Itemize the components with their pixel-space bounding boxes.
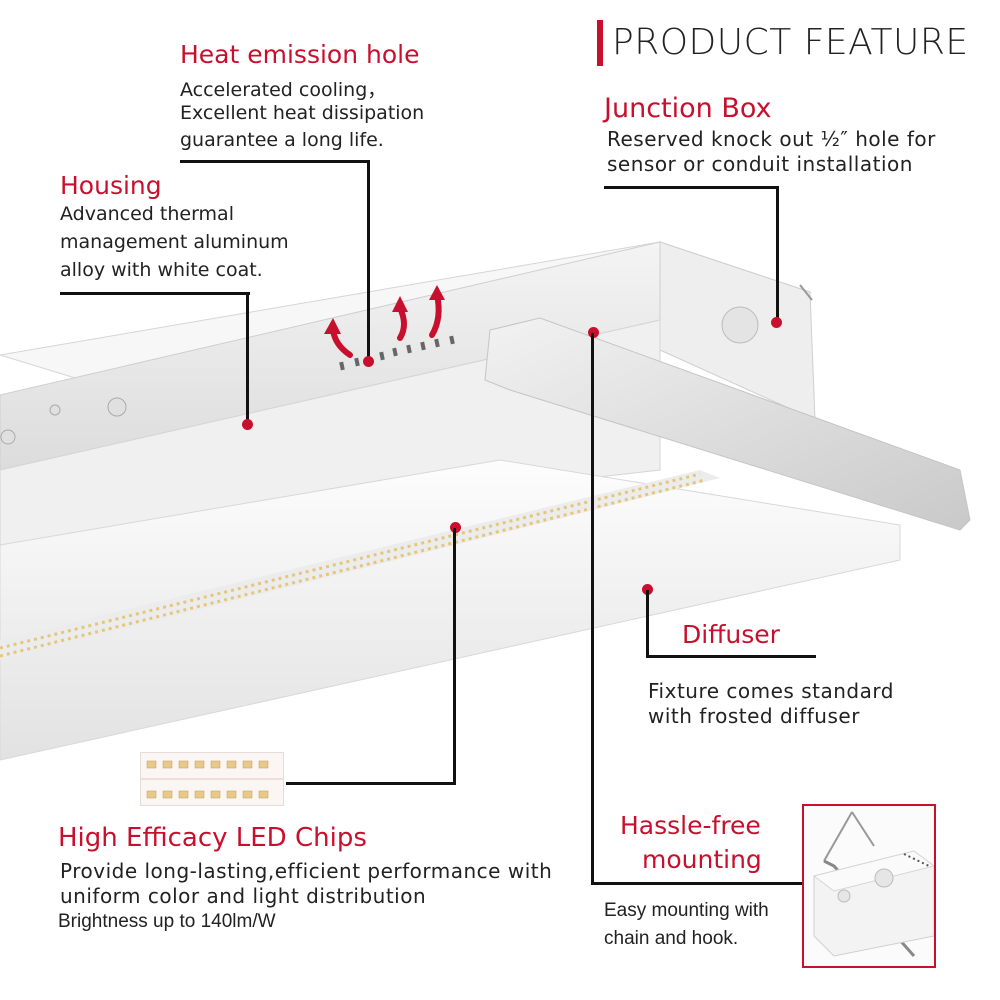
diffuser-title: Diffuser (682, 620, 780, 649)
heat-marker (363, 356, 374, 367)
housing-marker (242, 419, 253, 430)
led-title: High Efficacy LED Chips (58, 823, 367, 853)
diffuser-marker (642, 584, 653, 595)
housing-line-1: Advanced thermal (60, 203, 234, 225)
header-accent-bar (597, 20, 603, 66)
led-leader-h (286, 782, 456, 785)
heat-slots (339, 335, 455, 371)
led-chip-thumbnail (140, 752, 284, 806)
junction-leader-v (776, 186, 779, 320)
diffuser-leader-v (646, 590, 649, 658)
diffuser-leader-h (646, 655, 816, 658)
housing-line-3: alloy with white coat. (60, 259, 263, 281)
junction-line-1: Reserved knock out ½″ hole for (607, 127, 936, 151)
diffuser-line-1: Fixture comes standard (648, 679, 894, 703)
led-leader-v (453, 528, 456, 785)
led-line-1: Provide long-lasting,efficient performan… (60, 859, 553, 883)
diffuser-line-2: with frosted diffuser (648, 704, 860, 728)
housing-leader-v (246, 292, 249, 422)
diffuser-lip (484, 317, 971, 531)
junction-leader-h (604, 186, 779, 189)
led-line-3: Brightness up to 140lm/W (58, 911, 276, 932)
junction-title: Junction Box (604, 93, 772, 124)
junction-line-2: sensor or conduit installation (607, 152, 913, 176)
led-marker (450, 522, 461, 533)
mounting-line-1: Easy mounting with (604, 900, 769, 921)
housing-line-2: management aluminum (60, 231, 289, 253)
mounting-leader-v (591, 333, 594, 885)
mounting-leader-h (591, 882, 803, 885)
mounting-marker (588, 327, 599, 338)
heat-leader-v (367, 160, 370, 360)
knockout-hole (721, 306, 759, 344)
heat-line-2: Excellent heat dissipation (180, 102, 425, 124)
heat-leader-h (180, 160, 370, 163)
heat-title: Heat emission hole (180, 40, 420, 69)
side-holes (0, 397, 127, 445)
housing-leader-h (60, 292, 250, 295)
junction-marker (771, 317, 782, 328)
page-title: PRODUCT FEATURE (612, 22, 969, 63)
mounting-title-1: Hassle-free (620, 811, 761, 840)
diffuser-panel (0, 459, 901, 761)
mounting-title-2: mounting (642, 845, 762, 874)
heat-line-1: Accelerated cooling， (180, 79, 387, 101)
heat-line-3: guarantee a long life. (180, 129, 384, 151)
mounting-inset-photo (802, 804, 936, 968)
mounting-line-2: chain and hook. (604, 928, 739, 949)
housing-title: Housing (60, 171, 162, 200)
led-line-2: uniform color and light distribution (60, 884, 427, 908)
heat-arrow-heads (324, 285, 445, 334)
